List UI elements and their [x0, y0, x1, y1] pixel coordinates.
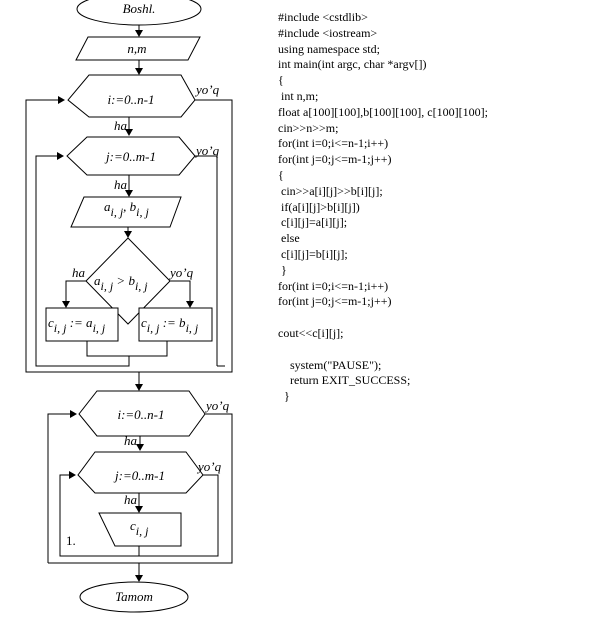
- code-line: int n,m;: [278, 88, 319, 103]
- assign-right-box: [138, 307, 213, 342]
- code-line: c[i][j]=b[i][j];: [278, 246, 348, 261]
- code-line: for(int i=0;i<=n-1;i++): [278, 278, 389, 293]
- assign-right-label: ci, j := bi, j: [141, 315, 199, 335]
- end-terminator: [79, 581, 189, 613]
- loop2-i-hexagon: [78, 390, 206, 437]
- loop2-j-hexagon: [77, 451, 204, 494]
- no-label: yo’q: [194, 143, 220, 158]
- code-line: {: [278, 167, 284, 182]
- assign-left-label: ci, j := ai, j: [48, 315, 106, 335]
- loop1-i-hexagon: [67, 74, 196, 118]
- input-ab-parallelogram: [70, 196, 182, 228]
- code-listing: #include <cstdlib>#include <iostream>usi…: [278, 10, 593, 405]
- code-line: int main(int argc, char *argv[]): [278, 57, 427, 72]
- end-label: Tamom: [115, 589, 153, 604]
- loop1-j-hexagon: [66, 136, 196, 176]
- loop2-j-label: j:=0..m-1: [113, 468, 165, 483]
- no-label: yo’q: [168, 265, 194, 280]
- code-line: for(int j=0;j<=m-1;j++): [278, 152, 392, 167]
- code-line: else: [278, 231, 300, 246]
- code-line: for(int j=0;j<=m-1;j++): [278, 294, 392, 309]
- code-line: [278, 342, 593, 358]
- decision-diamond: [85, 237, 171, 325]
- condition-label: ai, j > bi, j: [94, 273, 148, 293]
- output-label: ci, j: [130, 518, 149, 538]
- code-line: c[i][j]=a[i][j];: [278, 215, 348, 230]
- code-line: #include <cstdlib>: [278, 10, 368, 24]
- code-line: }: [278, 262, 287, 277]
- code-line: for(int i=0;i<=n-1;i++): [278, 136, 389, 151]
- yes-label: ha: [114, 177, 128, 192]
- loop1-i-label: i:=0..n-1: [107, 92, 154, 107]
- code-line: cin>>n>>m;: [278, 120, 339, 135]
- code-line: {: [278, 73, 284, 88]
- no-label: yo’q: [196, 459, 222, 474]
- code-line: system("PAUSE");: [278, 357, 382, 372]
- code-line: [278, 310, 593, 326]
- code-line: cin>>a[i][j]>>b[i][j];: [278, 183, 383, 198]
- code-line: #include <iostream>: [278, 25, 378, 40]
- code-line: float a[100][100],b[100][100], c[100][10…: [278, 104, 488, 119]
- start-label: Boshl.: [123, 1, 156, 16]
- input-parallelogram: [75, 36, 201, 61]
- yes-label: ha: [124, 492, 138, 507]
- yes-label: ha: [124, 433, 138, 448]
- code-line: cout<<c[i][j];: [278, 325, 344, 340]
- loop1-j-label: j:=0..m-1: [104, 149, 156, 164]
- yes-label: ha: [72, 265, 86, 280]
- figure-number: 1.: [66, 533, 76, 548]
- output-parallelogram: [98, 512, 182, 547]
- loop2-i-label: i:=0..n-1: [117, 407, 164, 422]
- input-ab-label: ai, j, bi, j: [104, 199, 150, 219]
- no-label: yo’q: [204, 398, 230, 413]
- assign-left-box: [45, 307, 119, 342]
- code-line: }: [278, 389, 290, 404]
- code-line: if(a[i][j]>b[i][j]): [278, 199, 360, 214]
- no-label: yo’q: [194, 82, 220, 97]
- code-line: using namespace std;: [278, 41, 380, 56]
- input-label: n,m: [127, 41, 146, 56]
- code-line: return EXIT_SUCCESS;: [278, 373, 411, 388]
- yes-label: ha: [114, 118, 128, 133]
